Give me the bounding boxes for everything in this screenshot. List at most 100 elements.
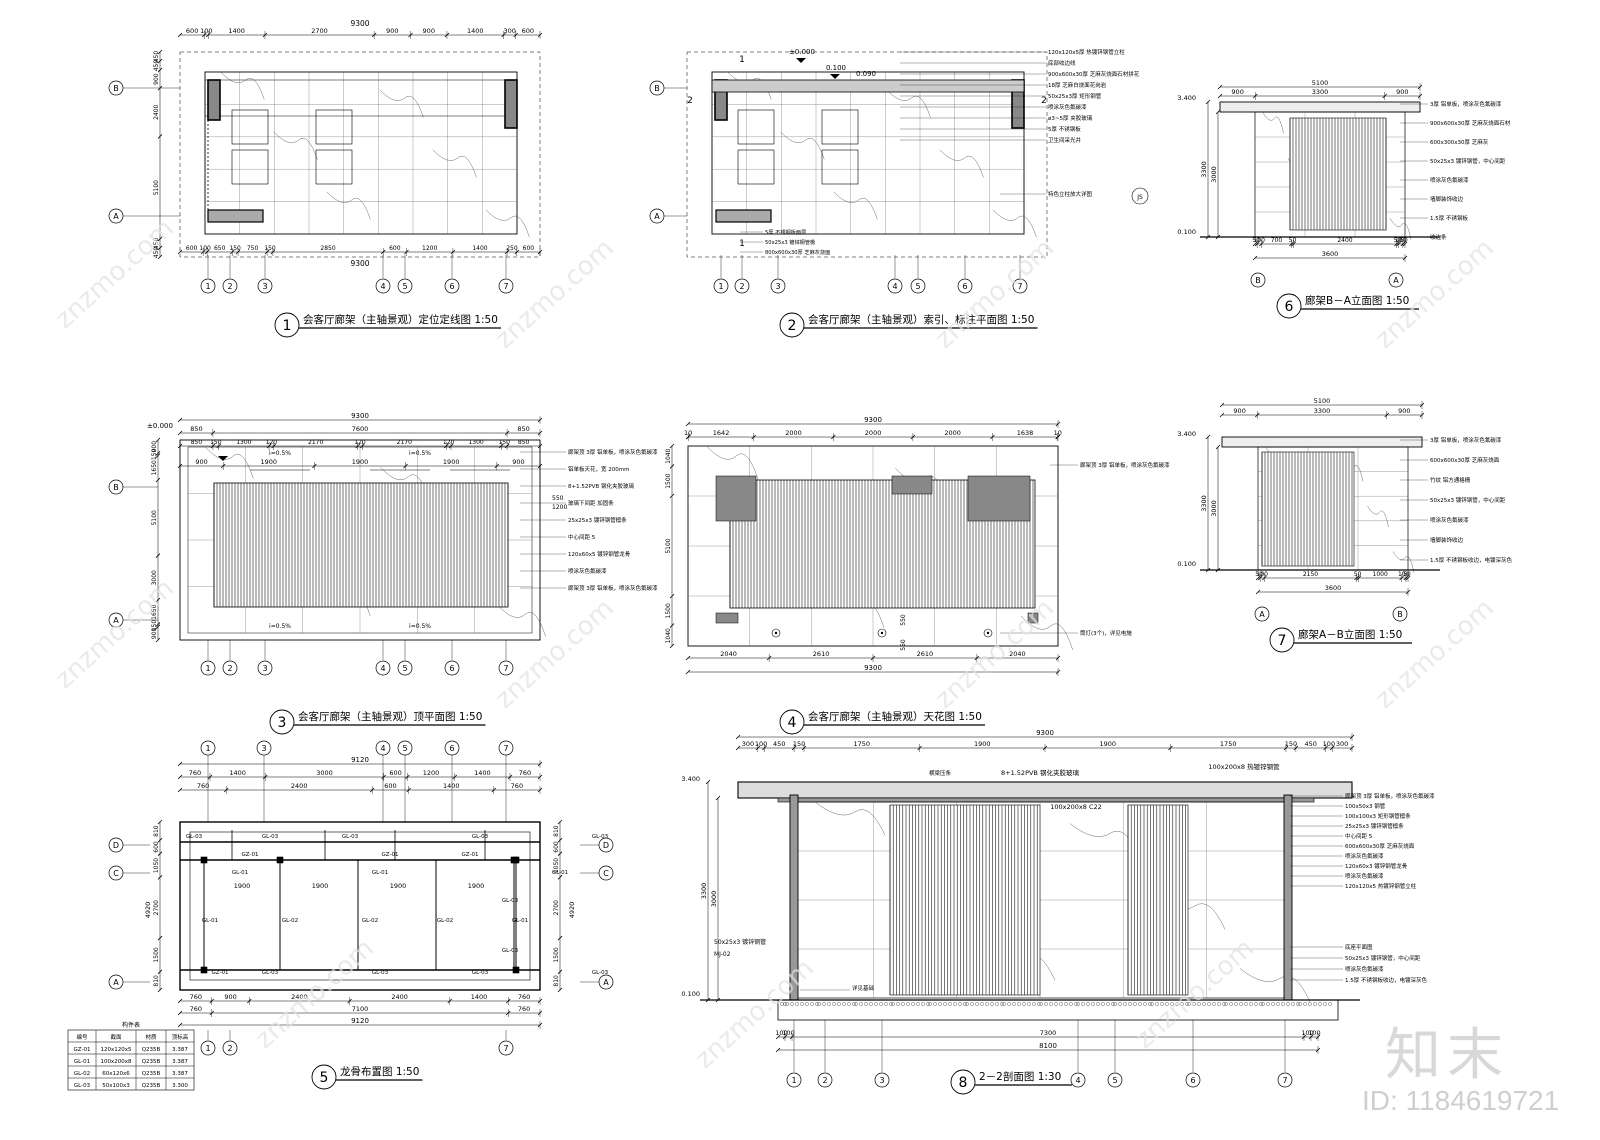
dim-text: 3000	[151, 570, 158, 585]
dim-text: 600	[186, 27, 198, 35]
annotation: 廊架顶 3厚 铝单板，喷涂灰色氟碳漆	[568, 448, 658, 456]
dim-text: MJ-02	[714, 951, 731, 958]
axis-bubble-label: 5	[915, 282, 920, 291]
gravel	[953, 1002, 957, 1006]
line	[157, 875, 163, 880]
level-marker	[830, 74, 840, 79]
gravel	[1192, 1002, 1196, 1006]
axis-bubble-label: A	[603, 978, 609, 987]
axis-bubble-label: B	[113, 84, 119, 93]
dim-text: GL-01	[232, 870, 248, 876]
axis-bubble	[734, 278, 750, 294]
annotation: 900x600x30厚 芝麻灰烧面石材拼花	[1048, 70, 1140, 78]
line	[157, 851, 163, 856]
dim-text: 2000	[944, 429, 961, 437]
drawing-title: 龙骨布置图 1:50	[340, 1065, 419, 1078]
dim-text: 1500	[665, 603, 672, 618]
title-number: 6	[1285, 299, 1294, 315]
dim-text: GL-03	[502, 948, 519, 954]
dim-text: 2610	[917, 650, 934, 658]
gravel	[1032, 1002, 1036, 1006]
dim-text: 9300	[864, 664, 882, 672]
axis-bubble	[444, 660, 460, 676]
axis-bubble-label: 6	[449, 744, 454, 753]
gravel	[780, 1002, 784, 1006]
line	[157, 969, 163, 975]
axis-bubble	[713, 278, 729, 294]
axis-bubble-label: 1	[205, 744, 210, 753]
gravel	[837, 1002, 841, 1006]
vein	[205, 446, 254, 479]
line	[1219, 412, 1225, 418]
watermark-text: znzmo.com	[1369, 593, 1499, 715]
table-cell: Q235B	[142, 1059, 161, 1065]
dim-text: 100	[200, 27, 212, 35]
axis-bubble-label: 1	[791, 1076, 796, 1085]
dim-text: GL-03	[592, 834, 609, 840]
vein	[706, 445, 759, 481]
line	[557, 935, 563, 941]
rect	[715, 475, 757, 522]
axis-bubble-label: 3	[262, 664, 267, 673]
dim-text: 9300	[350, 259, 369, 268]
dim-text: 150	[793, 740, 805, 748]
annotation: 喷涂灰色氟碳漆	[1430, 176, 1469, 184]
rect	[504, 79, 518, 129]
axis-bubble	[1012, 278, 1028, 294]
gravel	[1113, 1002, 1117, 1006]
dim-text: 2170	[308, 439, 323, 446]
line	[1252, 241, 1258, 247]
dim-text: 100	[1254, 237, 1266, 244]
rect	[821, 149, 859, 185]
gravel	[817, 1002, 821, 1006]
axis-bubble-label: 4	[1075, 1076, 1080, 1085]
dim-text: i=0.5%	[269, 450, 291, 457]
rect	[715, 612, 739, 624]
axis-bubble-label: 7	[503, 1044, 508, 1053]
annotation: 5厚 不锈钢板面层	[765, 228, 806, 236]
title-number: 7	[1278, 633, 1287, 649]
annotation: 25x25x3 镀锌钢管檩条	[1345, 822, 1404, 830]
line	[157, 245, 163, 251]
dim-text: 450	[153, 51, 160, 63]
line	[685, 655, 691, 661]
annotation: 喷涂灰色氟碳漆	[568, 567, 607, 575]
title-bubble	[1276, 293, 1302, 319]
dim-text: GL-01	[512, 918, 528, 924]
gravel	[1254, 1002, 1258, 1006]
line	[1215, 234, 1221, 240]
gravel	[1259, 1002, 1263, 1006]
dim-text: 7300	[1040, 1029, 1057, 1037]
annotation: 8+1.52PVB 钢化夹胶玻璃	[568, 482, 634, 490]
axis-bubble-label: B	[654, 84, 660, 93]
line	[685, 421, 691, 427]
dim-text: GL-02	[362, 918, 378, 924]
line	[1205, 234, 1211, 240]
dim-text: 600	[389, 769, 401, 777]
axis-bubble-label: 4	[380, 664, 385, 673]
dim-text: 0.090	[856, 70, 876, 78]
axis-bubble-label: 4	[380, 282, 385, 291]
dim-text: GL-03	[186, 834, 203, 840]
axis-bubble	[375, 278, 391, 294]
annotation: 3厚 铝单板，喷涂灰色氟碳漆	[1430, 436, 1502, 444]
axis-bubble	[498, 1040, 514, 1056]
vein	[1367, 505, 1389, 527]
dim-text: GL-01	[202, 918, 218, 924]
dim-text: 900	[151, 627, 158, 639]
dim-text: 100	[755, 740, 767, 748]
dim-text: 8100	[1039, 1042, 1057, 1050]
dim-text: GL-03	[262, 970, 279, 976]
axis-bubble-label: 6	[449, 664, 454, 673]
gravel	[832, 1002, 836, 1006]
dim-text: 50	[1400, 237, 1408, 244]
gravel	[1212, 1002, 1216, 1006]
axis-bubble-label: 7	[1282, 1076, 1287, 1085]
axis-bubble-label: B	[113, 483, 119, 492]
annotation: 25x25x3 镀锌钢管檩条	[568, 516, 627, 524]
gravel	[864, 1002, 868, 1006]
dim-text: 150	[264, 245, 276, 252]
line	[155, 624, 161, 629]
dim-text: 250	[506, 245, 518, 252]
dim-text: 9120	[351, 1017, 369, 1025]
